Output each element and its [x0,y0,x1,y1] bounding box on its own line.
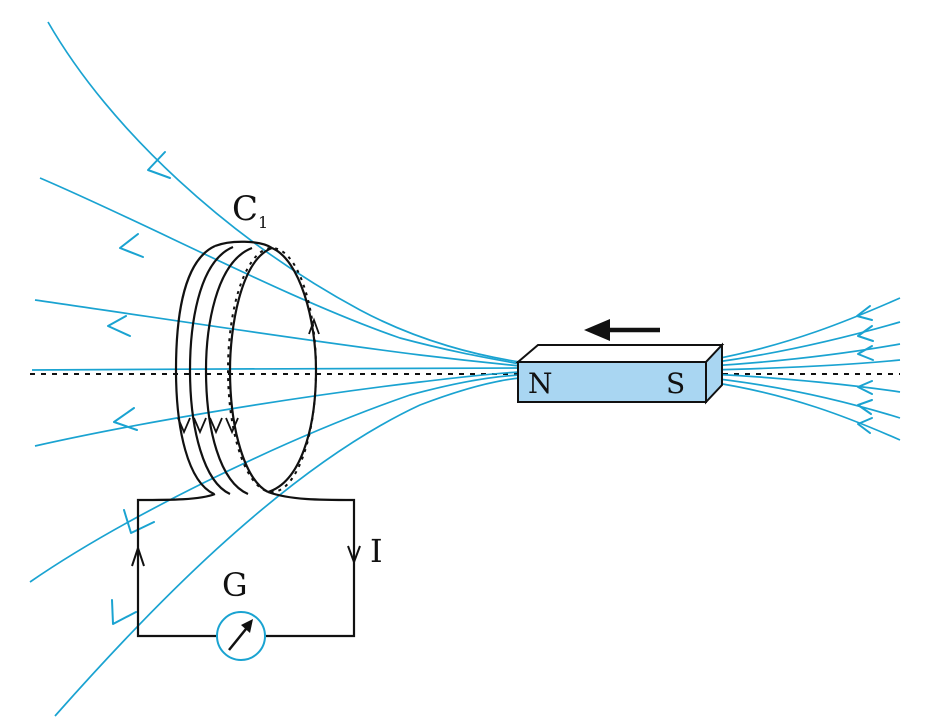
current-arrow-down-icon [347,545,361,565]
field-arrow-icon [147,151,171,179]
current-label: I [370,532,383,570]
field-lines-right [709,297,901,441]
field-line [709,343,901,367]
coil-current-arrow-icon [308,317,320,335]
coil-label: C1 [232,189,268,232]
field-line [34,299,521,367]
field-line [31,367,521,371]
bar-magnet [515,342,725,405]
north-pole-label: N [528,367,553,400]
coil-right-edge [267,246,318,494]
coil-current-arrow-icon [177,417,191,435]
field-line [709,377,901,419]
field-line [709,359,901,371]
field-line [709,321,901,364]
magnet-top-face [515,344,725,363]
current-arrow-up-icon [131,544,145,567]
field-line [709,373,901,393]
field-arrow-icon [857,417,873,434]
field-arrow-icon [857,399,873,415]
field-arrow-icon [111,599,137,625]
galvanometer-label: G [222,566,248,604]
coil-current-arrow-icon [209,417,223,435]
field-line [54,377,521,717]
left-arrow-icon [584,319,660,341]
field-arrow-icon [857,345,874,361]
coil-top-edge [214,240,273,249]
circuit-wire [136,492,216,638]
circuit-wire [266,490,356,638]
field-arrow-icon [113,407,138,431]
coil-current-arrow-icon [225,417,239,435]
needle-arrow-head [241,619,253,633]
coil-label-subscript: 1 [258,213,268,232]
magnet-front-face [517,361,707,403]
field-arrow-icon [856,305,873,321]
field-line [709,381,901,441]
field-line [29,374,521,583]
field-arrow-icon [119,233,144,258]
coil-current-arrow-icon [193,417,207,435]
field-line [47,21,521,363]
field-arrow-icon [857,380,873,395]
circuit [131,490,361,638]
field-arrow-icon [123,509,155,534]
coil-turn [174,245,216,495]
field-arrow-icon [107,315,131,337]
field-arrows-right [856,305,874,434]
field-arrow-icon [857,325,874,342]
galvanometer [216,611,266,661]
coil-turn [188,245,234,495]
field-arrows-left [107,151,171,625]
coil-c1 [174,240,320,496]
field-line [34,371,521,447]
coil-turn [228,246,273,493]
field-line [39,177,521,365]
field-line [709,297,901,361]
south-pole-label: S [666,367,685,400]
field-lines-left [29,21,521,717]
coil-turn [204,246,253,496]
